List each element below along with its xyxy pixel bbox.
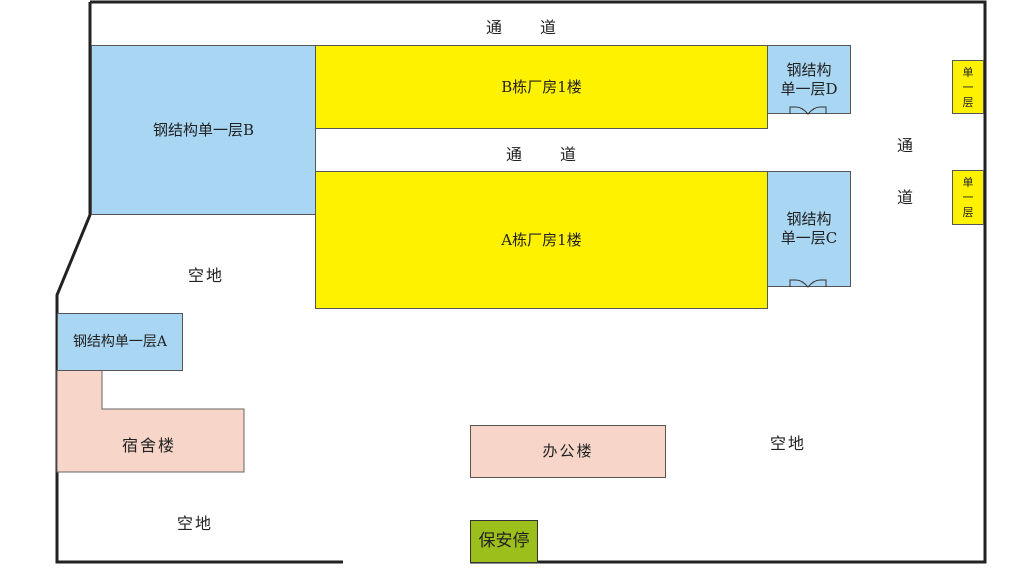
corridor-label-right-2: 道 <box>897 188 916 207</box>
factory-building-a: A栋厂房1楼 <box>315 171 768 309</box>
factory-building-a-label: A栋厂房1楼 <box>501 230 582 249</box>
factory-building-b: B栋厂房1楼 <box>315 45 768 129</box>
steel-structure-c-label: 钢结构 单一层C <box>780 210 838 247</box>
steel-structure-b: 钢结构单一层B <box>91 45 316 215</box>
dormitory-label: 宿舍楼 <box>122 436 177 455</box>
steel-structure-d-label: 钢结构 单一层D <box>780 60 838 98</box>
open-space-label-bottom: 空地 <box>177 514 214 533</box>
steel-structure-b-label: 钢结构单一层B <box>152 120 255 139</box>
factory-building-b-label: B栋厂房1楼 <box>501 77 582 96</box>
corridor-label-right-1: 通 <box>897 136 916 155</box>
single-storey-1: 单一层 <box>952 60 984 114</box>
steel-structure-c: 钢结构 单一层C <box>767 171 851 287</box>
door-icon <box>789 279 827 288</box>
guard-booth-label: 保安停 <box>478 531 530 551</box>
corridor-label-top: 通 道 <box>486 18 559 37</box>
steel-structure-d: 钢结构 单一层D <box>767 45 851 114</box>
open-space-label-left: 空地 <box>188 266 225 285</box>
guard-booth: 保安停 <box>470 520 538 563</box>
single-storey-1-label: 单一层 <box>962 65 974 109</box>
open-space-label-right: 空地 <box>770 434 807 453</box>
door-icon <box>789 106 827 115</box>
single-storey-2: 单一层 <box>952 170 984 225</box>
office-building-label: 办公楼 <box>542 442 594 460</box>
steel-structure-a-label: 钢结构单一层A <box>72 333 168 350</box>
steel-structure-a: 钢结构单一层A <box>57 313 183 371</box>
single-storey-2-label: 单一层 <box>962 176 974 219</box>
office-building: 办公楼 <box>470 425 666 478</box>
corridor-label-middle: 通 道 <box>506 145 579 164</box>
